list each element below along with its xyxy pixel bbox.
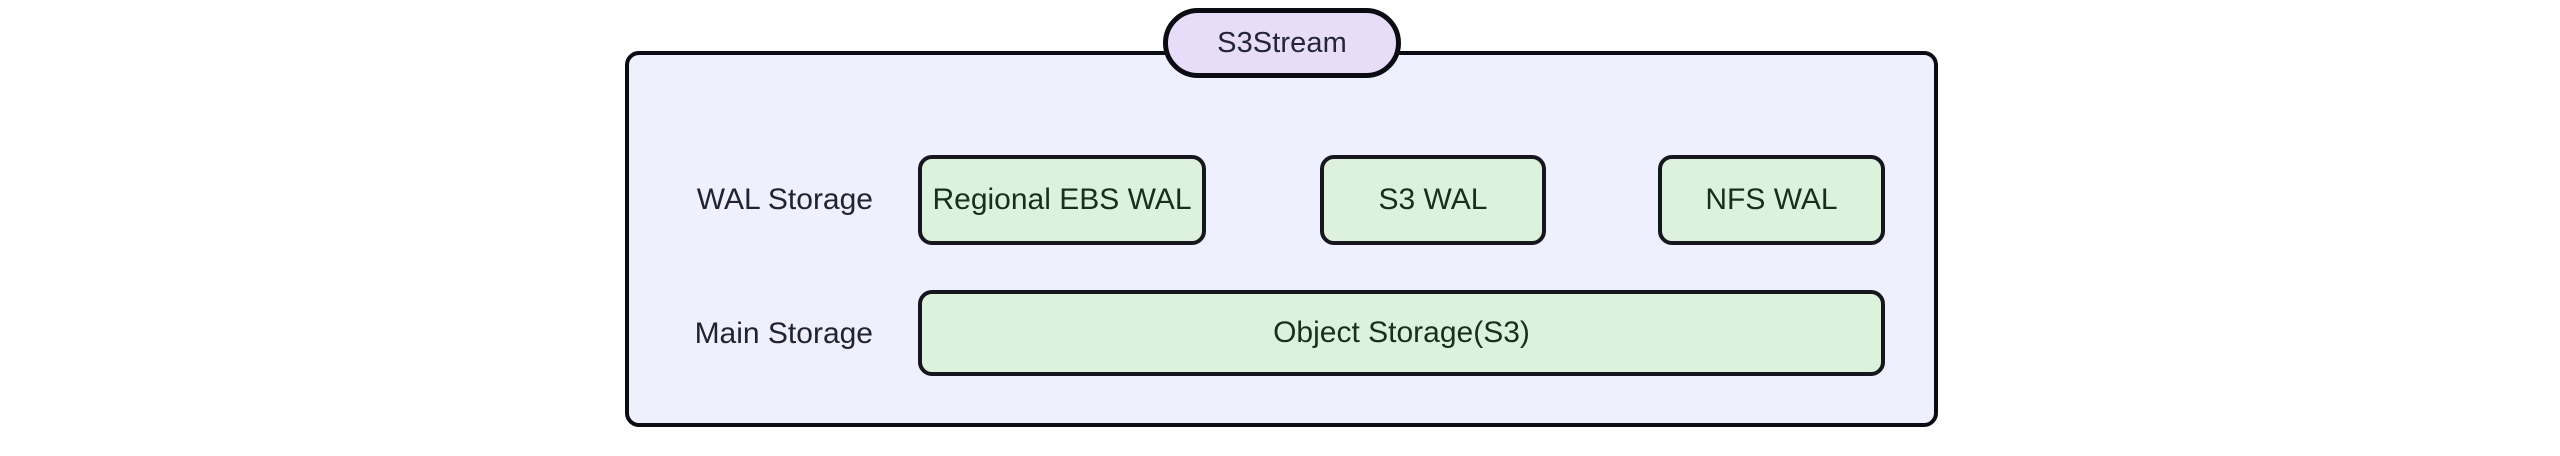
node-label-s3-wal: S3 WAL [1378,183,1488,216]
row-label-wal-storage: WAL Storage [696,183,873,216]
node-nfs-wal[interactable]: NFS WAL [1658,155,1885,245]
node-label-regional-ebs-wal: Regional EBS WAL [932,183,1192,216]
node-label-object-storage-s3: Object Storage(S3) [1273,316,1530,349]
s3stream-title-label: S3Stream [1217,26,1347,59]
s3stream-title-pill[interactable]: S3Stream [1163,8,1401,78]
node-object-storage-s3[interactable]: Object Storage(S3) [918,290,1885,376]
node-regional-ebs-wal[interactable]: Regional EBS WAL [918,155,1206,245]
node-s3-wal[interactable]: S3 WAL [1320,155,1546,245]
row-label-main-storage: Main Storage [694,317,873,350]
node-label-nfs-wal: NFS WAL [1705,183,1838,216]
